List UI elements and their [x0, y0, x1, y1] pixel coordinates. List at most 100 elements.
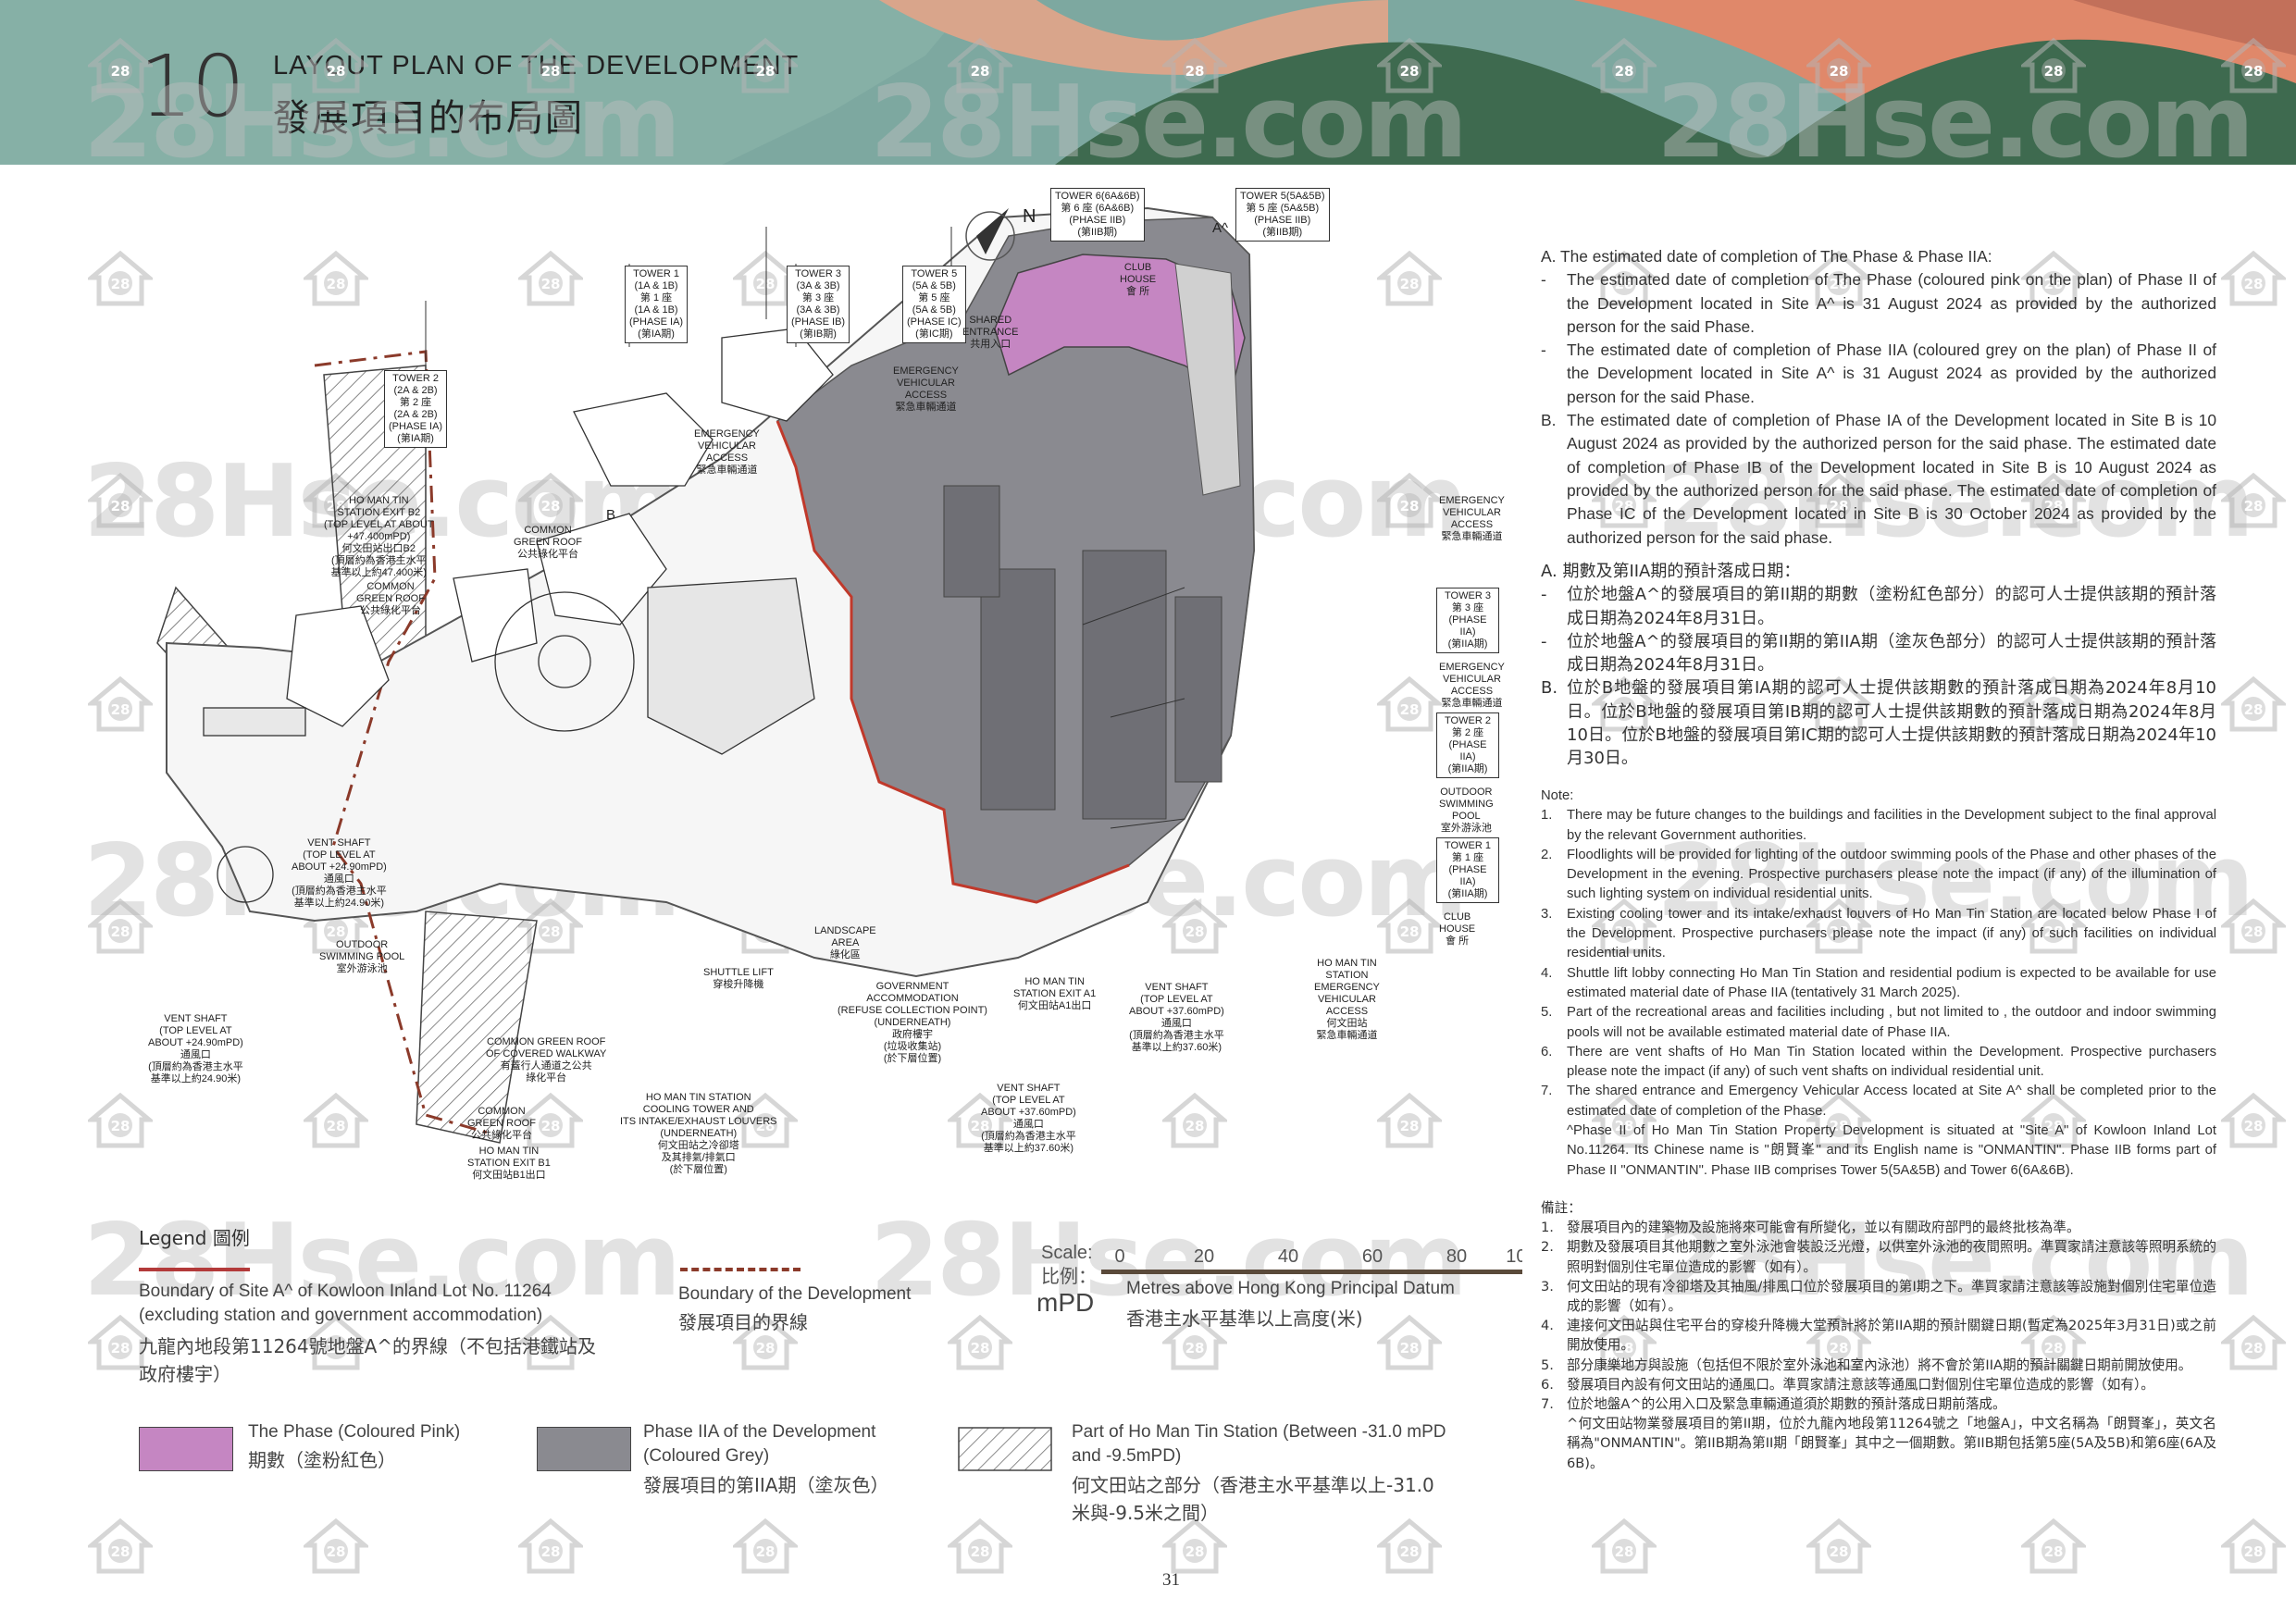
label-tower5-phase-iib: TOWER 5(5A&5B) 第 5 座 (5A&5B) (PHASE IIB)… — [1235, 188, 1330, 242]
watermark-logo-icon — [2221, 898, 2286, 955]
legend-dev-boundary-en: Boundary of the Development — [678, 1284, 912, 1304]
watermark-logo-icon — [1162, 37, 1227, 94]
legend-site-boundary-en: Boundary of Site A^ of Kowloon Inland Lo… — [139, 1282, 552, 1325]
note-text: 位於B地盤的發展項目第IA期的認可人士提供該期數的預計落成日期為2024年8月1… — [1567, 678, 2216, 769]
note-item: There are vent shafts of Ho Man Tin Stat… — [1567, 1044, 2216, 1080]
site-a-boundary — [776, 420, 1130, 904]
legend-phase-zh: 期數（塗粉紅色） — [248, 1449, 396, 1471]
label-tower1-phase-iia: TOWER 1 第 1 座 (PHASE IIA) (第IIA期) — [1436, 837, 1499, 903]
notes-zh: 備註： 1.發展項目內的建築物及設施將來可能會有所變化，並以有關政府部門的最終批… — [1541, 1198, 2216, 1473]
label-vent-shaft: VENT SHAFT (TOP LEVEL AT ABOUT +24.90mPD… — [292, 837, 387, 909]
legend-phase-en: The Phase (Coloured Pink) — [248, 1422, 461, 1442]
watermark-logo-icon — [88, 898, 153, 955]
notes-heading: A. The estimated date of completion of T… — [1541, 247, 1992, 266]
note-mark: - — [1541, 341, 1546, 360]
label-green-roof: COMMON GREEN ROOF 公共綠化平台 — [356, 581, 425, 616]
site-boundary-line — [139, 1268, 250, 1271]
label-vent-shaft: VENT SHAFT (TOP LEVEL AT ABOUT +37.60mPD… — [1129, 982, 1224, 1053]
note-item: 何文田站的現有冷卻塔及其抽風/排風口位於發展項目的第I期之下。準買家請注意該等設… — [1567, 1278, 2216, 1315]
label-tower3-phase-ib: TOWER 3 (3A & 3B) 第 3 座 (3A & 3B) (PHASE… — [787, 266, 850, 343]
scale-tick-label: 60 — [1362, 1246, 1383, 1267]
watermark-text: 28Hse.com — [83, 65, 681, 180]
note-text: The estimated date of completion of Phas… — [1567, 411, 2216, 547]
watermark-text: 28Hse.com — [83, 1203, 681, 1319]
note-item: 部分康樂地方與設施（包括但不限於室外泳池和室內泳池）將不會於第IIA期的預計關鍵… — [1567, 1357, 2192, 1373]
label-tower2-phase-ia: TOWER 2 (2A & 2B) 第 2 座 (2A & 2B) (PHASE… — [384, 370, 448, 448]
watermark-logo-icon — [2221, 675, 2286, 733]
watermark-text: 28Hse.com — [1657, 824, 2254, 939]
note-text: The estimated date of completion of Phas… — [1567, 341, 2216, 406]
label-green-roof: COMMON GREEN ROOF 公共綠化平台 — [514, 525, 582, 560]
site-plan-drawing: N — [156, 206, 1256, 1144]
notes-heading: 備註： — [1541, 1200, 1582, 1216]
station-hatch-zone — [416, 911, 538, 1144]
label-green-roof: COMMON GREEN ROOF 公共綠化平台 — [467, 1106, 536, 1141]
notes-heading: Note: — [1541, 788, 1574, 803]
watermark-logo-icon — [88, 472, 153, 529]
watermark-logo-icon — [304, 1518, 368, 1575]
swatch-phase-iia — [537, 1427, 631, 1471]
label-eva: EMERGENCY VEHICULAR ACCESS 緊急車輛通道 — [694, 428, 760, 476]
note-text: 位於地盤A^的發展項目的第II期的期數（塗粉紅色部分）的認可人士提供該期的預計落… — [1567, 585, 2216, 628]
label-tower1-phase-ia: TOWER 1 (1A & 1B) 第 1 座 (1A & 1B) (PHASE… — [625, 266, 689, 343]
label-site-b: B — [606, 507, 616, 523]
watermark-logo-icon — [304, 37, 368, 94]
label-eva: EMERGENCY VEHICULAR ACCESS 緊急車輛通道 — [893, 365, 959, 413]
watermark-logo-icon — [1806, 37, 1871, 94]
watermark-text: 28Hse.com — [870, 65, 1468, 180]
scale-label-zh: 比例： — [1041, 1265, 1097, 1287]
development-boundary-line — [680, 1268, 800, 1271]
watermark-text: 28Hse.com — [1657, 444, 2254, 560]
label-eva: EMERGENCY VEHICULAR ACCESS 緊急車輛通道 — [1439, 495, 1505, 542]
note-item: 發展項目內設有何文田站的通風口。準買家請注意該等通風口對個別住宅單位造成的影響（… — [1567, 1376, 2154, 1393]
note-text: 位於地盤A^的發展項目的第II期的第IIA期（塗灰色部分）的認可人士提供該期的預… — [1567, 631, 2216, 675]
label-clubhouse: CLUB HOUSE 會 所 — [1120, 262, 1157, 297]
watermark-logo-icon — [88, 1518, 153, 1575]
note-mark: - — [1541, 585, 1547, 605]
label-shuttle-lift: SHUTTLE LIFT 穿梭升降機 — [703, 967, 774, 990]
note-item: 連接何文田站與住宅平台的穿梭升降機大堂預計將於第IIA期的預計關鍵日期(暫定為2… — [1567, 1318, 2216, 1354]
watermark-logo-icon — [518, 37, 583, 94]
watermark-logo-icon — [1592, 37, 1657, 94]
watermark-logo-icon — [1377, 37, 1442, 94]
notes-heading: A. 期數及第IIA期的預計落成日期： — [1541, 562, 1801, 581]
scale-bar: Scale: 比例： 020406080100M/米 — [1041, 1240, 1576, 1308]
legend-phase-iia-zh: 發展項目的第IIA期（塗灰色） — [643, 1474, 889, 1496]
legend-station-zh: 何文田站之部分（香港主水平基準以上-31.0 米與-9.5米之間） — [1072, 1474, 1434, 1524]
label-cooling-tower: HO MAN TIN STATION COOLING TOWER AND ITS… — [620, 1092, 777, 1175]
completion-notes-zh: A. 期數及第IIA期的預計落成日期： -位於地盤A^的發展項目的第II期的期數… — [1541, 560, 2216, 771]
note-item: Floodlights will be provided for lightin… — [1567, 847, 2216, 902]
label-outdoor-pool: OUTDOOR SWIMMING POOL 室外游泳池 — [1439, 787, 1494, 834]
swatch-station-hatch — [958, 1427, 1052, 1471]
label-tower2-phase-iia: TOWER 2 第 2 座 (PHASE IIA) (第IIA期) — [1436, 712, 1499, 778]
label-tower5-phase-ic: TOWER 5 (5A & 5B) 第 5 座 (5A & 5B) (PHASE… — [902, 266, 966, 343]
note-mark: - — [1541, 270, 1546, 290]
legend-dev-boundary-zh: 發展項目的界線 — [678, 1311, 808, 1333]
watermark-logo-icon — [518, 1518, 583, 1575]
label-station-eva: HO MAN TIN STATION EMERGENCY VEHICULAR A… — [1314, 958, 1380, 1041]
note-text: The estimated date of completion of The … — [1567, 270, 2216, 336]
swatch-the-phase — [139, 1427, 233, 1471]
legend-phase-iia-en: Phase IIA of the Development (Coloured G… — [643, 1422, 876, 1466]
note-item: Shuttle lift lobby connecting Ho Man Tin… — [1567, 965, 2216, 1000]
watermark-logo-icon — [2021, 37, 2086, 94]
legend-station-en: Part of Ho Man Tin Station (Between -31.… — [1072, 1422, 1446, 1466]
scale-label-en: Scale: — [1041, 1243, 1093, 1263]
watermark-text: 28Hse.com — [1657, 65, 2254, 180]
completion-notes-en: A. The estimated date of completion of T… — [1541, 245, 2216, 550]
scale-tick-label: 100M/米 — [1506, 1245, 1522, 1267]
watermark-logo-icon — [1806, 1518, 1871, 1575]
watermark-logo-icon — [2021, 1518, 2086, 1575]
label-site-a: A^ — [1212, 220, 1229, 236]
note-item: The shared entrance and Emergency Vehicu… — [1567, 1084, 2216, 1119]
note-mark: - — [1541, 631, 1547, 651]
header-banner — [0, 0, 2296, 165]
watermark-logo-icon — [88, 675, 153, 733]
notes-en: Note: 1.There may be future changes to t… — [1541, 787, 2216, 1181]
north-arrow: N — [965, 206, 1036, 261]
label-landscape: LANDSCAPE AREA 綠化區 — [814, 925, 876, 960]
legend-mpd-zh: 香港主水平基準以上高度(米) — [1126, 1307, 1363, 1330]
note-footnote: ^何文田站物業發展項目的第II期，位於九龍內地段第11264號之「地盤A」，中文… — [1567, 1416, 2216, 1471]
label-vent-shaft: VENT SHAFT (TOP LEVEL AT ABOUT +24.90mPD… — [148, 1013, 243, 1084]
scale-tick-label: 80 — [1446, 1246, 1467, 1267]
